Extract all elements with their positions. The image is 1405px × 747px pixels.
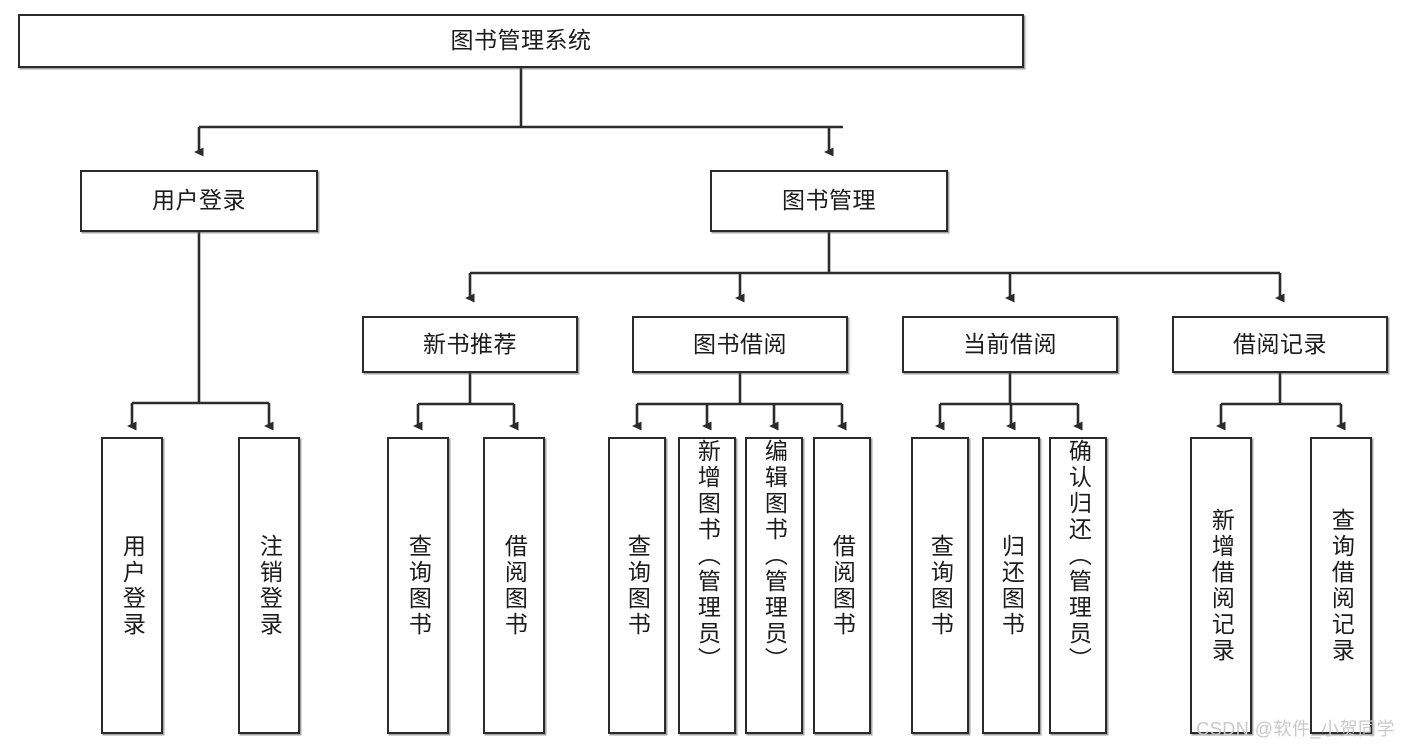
node-book-management-module[interactable]: 图书管理 xyxy=(710,170,948,232)
node-leaf-query-book-rec-label: 查询图书 xyxy=(405,533,432,638)
node-book-borrow-label: 图书借阅 xyxy=(693,330,787,357)
node-leaf-add-borrow-record[interactable]: 新增借阅记录 xyxy=(1190,437,1252,734)
node-borrow-record[interactable]: 借阅记录 xyxy=(1172,316,1388,373)
node-leaf-borrow-book[interactable]: 借阅图书 xyxy=(813,437,871,734)
node-borrow-record-label: 借阅记录 xyxy=(1233,330,1327,357)
node-leaf-borrow-book-rec[interactable]: 借阅图书 xyxy=(483,437,545,734)
node-leaf-add-book-admin[interactable]: 新增图书（管理员） xyxy=(678,437,736,734)
node-leaf-query-book-current[interactable]: 查询图书 xyxy=(911,437,969,734)
node-leaf-return-book[interactable]: 归还图书 xyxy=(982,437,1040,734)
node-new-book-recommend-label: 新书推荐 xyxy=(423,330,517,357)
node-current-borrow[interactable]: 当前借阅 xyxy=(902,316,1118,373)
node-leaf-add-book-admin-label: 新增图书（管理员） xyxy=(694,439,721,673)
node-new-book-recommend[interactable]: 新书推荐 xyxy=(362,316,578,373)
node-leaf-query-borrow-record[interactable]: 查询借阅记录 xyxy=(1310,437,1372,734)
node-current-borrow-label: 当前借阅 xyxy=(963,330,1057,357)
node-leaf-confirm-return-admin[interactable]: 确认归还（管理员） xyxy=(1049,437,1107,734)
node-leaf-borrow-book-rec-label: 借阅图书 xyxy=(501,533,528,638)
node-leaf-query-book-current-label: 查询图书 xyxy=(927,533,954,638)
node-user-login-module[interactable]: 用户登录 xyxy=(80,170,318,232)
node-leaf-edit-book-admin-label: 编辑图书（管理员） xyxy=(761,439,788,673)
node-leaf-query-book-borrow-label: 查询图书 xyxy=(624,533,651,638)
node-leaf-user-logout[interactable]: 注销登录 xyxy=(238,437,300,734)
node-book-borrow[interactable]: 图书借阅 xyxy=(632,316,848,373)
node-leaf-edit-book-admin[interactable]: 编辑图书（管理员） xyxy=(745,437,803,734)
csdn-watermark: CSDN @软件_小贺同学 xyxy=(1196,719,1395,739)
node-user-login-module-label: 用户登录 xyxy=(152,187,246,214)
node-leaf-return-book-label: 归还图书 xyxy=(998,533,1025,638)
node-leaf-user-login-label: 用户登录 xyxy=(119,533,146,638)
node-leaf-add-borrow-record-label: 新增借阅记录 xyxy=(1208,507,1235,664)
node-leaf-user-login[interactable]: 用户登录 xyxy=(101,437,163,734)
node-leaf-confirm-return-admin-label: 确认归还（管理员） xyxy=(1065,439,1092,673)
node-leaf-user-logout-label: 注销登录 xyxy=(256,533,283,638)
node-leaf-query-book-borrow[interactable]: 查询图书 xyxy=(608,437,666,734)
node-leaf-borrow-book-label: 借阅图书 xyxy=(829,533,856,638)
node-leaf-query-borrow-record-label: 查询借阅记录 xyxy=(1328,507,1355,664)
node-root[interactable]: 图书管理系统 xyxy=(18,14,1024,68)
node-leaf-query-book-rec[interactable]: 查询图书 xyxy=(387,437,449,734)
node-book-management-module-label: 图书管理 xyxy=(782,187,876,214)
node-root-label: 图书管理系统 xyxy=(450,27,592,54)
